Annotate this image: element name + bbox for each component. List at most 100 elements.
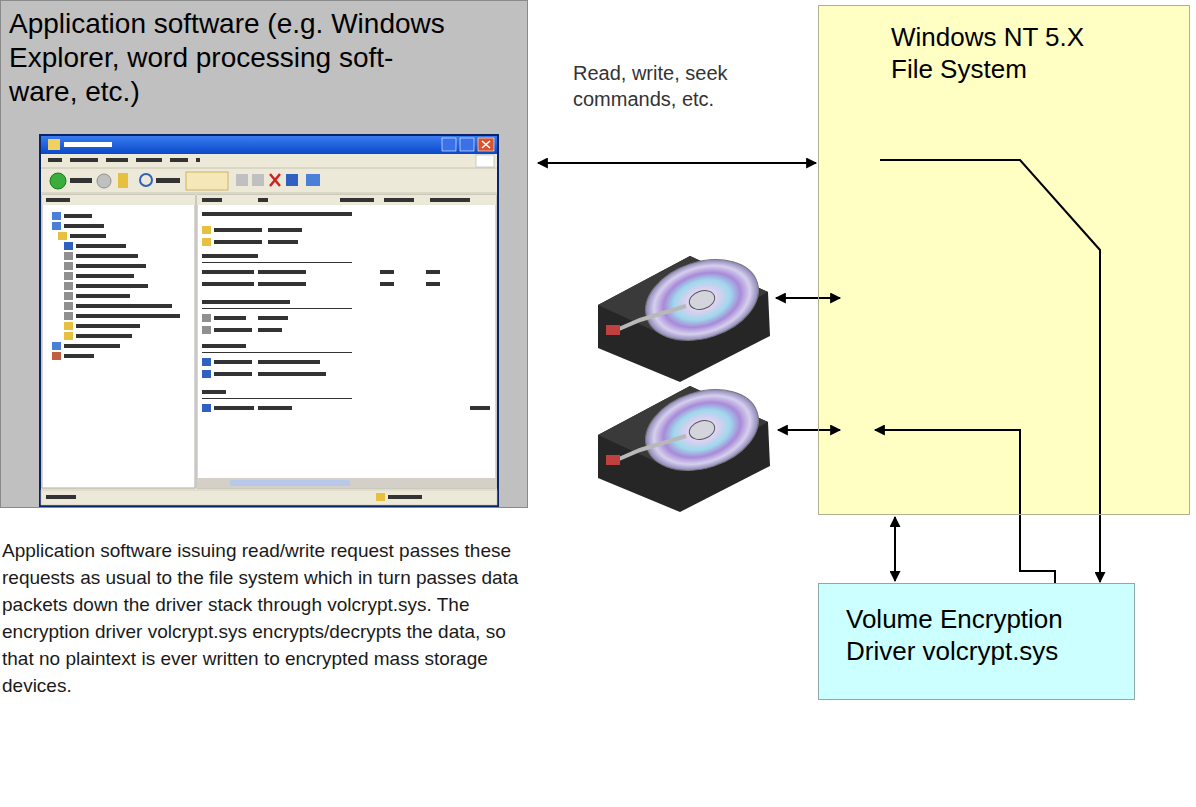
explorer-screenshot-part-part bbox=[340, 198, 374, 202]
explorer-screenshot-part bbox=[306, 174, 320, 186]
hard-disk-part bbox=[687, 417, 717, 442]
explorer-screenshot-part bbox=[476, 155, 494, 167]
explorer-screenshot-part-part bbox=[64, 302, 73, 310]
explorer-screenshot-part-part bbox=[64, 312, 73, 320]
explorer-screenshot-part-part bbox=[202, 262, 352, 263]
explorer-screenshot-part-part bbox=[76, 244, 126, 248]
explorer-screenshot-part-part bbox=[214, 406, 254, 410]
explorer-screenshot-part bbox=[197, 195, 496, 205]
explorer-screenshot-part bbox=[156, 178, 180, 183]
explorer-screenshot-part-part bbox=[64, 242, 73, 250]
hard-disk-part bbox=[635, 246, 769, 354]
explorer-screenshot-part bbox=[196, 158, 200, 162]
hard-disk-part bbox=[612, 306, 686, 332]
explorer-screenshot-part bbox=[230, 480, 350, 486]
explorer-screenshot-part-part bbox=[52, 212, 61, 220]
explorer-screenshot-part bbox=[64, 142, 112, 147]
explorer-screenshot-part bbox=[270, 174, 280, 186]
hard-disk-part bbox=[687, 287, 717, 312]
hard-disk-part bbox=[612, 436, 686, 462]
explorer-screenshot-part bbox=[388, 495, 422, 499]
explorer-screenshot-part bbox=[482, 141, 490, 148]
hard-disk-part bbox=[606, 455, 620, 465]
explorer-screenshot-part-part bbox=[64, 282, 73, 290]
explorer-screenshot-part-part bbox=[214, 372, 252, 376]
explorer-screenshot-part-part bbox=[76, 254, 138, 258]
explorer-screenshot-part-part bbox=[202, 358, 211, 366]
explorer-screenshot-part-part bbox=[470, 406, 490, 410]
explorer-screenshot-part-part bbox=[64, 262, 73, 270]
explorer-screenshot-part bbox=[70, 178, 92, 183]
explorer-screenshot-part bbox=[46, 198, 70, 202]
explorer-screenshot-part bbox=[52, 212, 180, 360]
explorer-screenshot-part-part bbox=[76, 334, 132, 338]
explorer-screenshot-part bbox=[97, 174, 111, 188]
explorer-screenshot-part-part bbox=[202, 282, 254, 286]
explorer-screenshot-part bbox=[41, 136, 497, 154]
explorer-screenshot-part-part bbox=[202, 390, 226, 394]
explorer-screenshot-part bbox=[41, 490, 497, 505]
explorer-screenshot-part-part bbox=[76, 314, 180, 318]
explorer-screenshot-part-part bbox=[76, 284, 148, 288]
hard-disk bbox=[598, 246, 770, 382]
explorer-screenshot-part-part bbox=[258, 372, 326, 376]
explorer-screenshot-part-part bbox=[202, 370, 211, 378]
explorer-screenshot-part-part bbox=[52, 342, 61, 350]
explorer-screenshot-part bbox=[136, 158, 162, 162]
explorer-screenshot-part-part bbox=[202, 308, 352, 309]
explorer-screenshot-part-part bbox=[258, 198, 268, 202]
explorer-screenshot-part-part bbox=[258, 316, 288, 320]
explorer-screenshot-part-part bbox=[64, 224, 104, 228]
explorer-screenshot-part-part bbox=[76, 264, 146, 268]
explorer-screenshot-part-part bbox=[214, 328, 252, 332]
explorer-screenshot-part bbox=[170, 158, 188, 162]
explorer-screenshot-part bbox=[46, 495, 76, 499]
explorer-screenshot-part-part bbox=[214, 240, 262, 244]
explorer-screenshot-part bbox=[48, 139, 60, 150]
edge-label: Read, write, seek commands, etc. bbox=[573, 60, 748, 112]
explorer-screenshot-part bbox=[42, 195, 195, 205]
node-text: Volume Encryption Driver volcrypt.sys bbox=[846, 604, 1094, 667]
explorer-screenshot-part bbox=[186, 172, 228, 190]
explorer-screenshot-part-part bbox=[64, 214, 92, 218]
explorer-screenshot-part-part bbox=[268, 228, 302, 232]
explorer-screenshot-part-part bbox=[202, 314, 211, 322]
disk-arrow bbox=[776, 297, 840, 299]
hard-disk-part bbox=[635, 376, 769, 484]
explorer-screenshot-part bbox=[42, 195, 195, 488]
explorer-screenshot-part-part bbox=[52, 352, 61, 360]
file-system-box: Windows NT 5.X File System bbox=[818, 5, 1190, 515]
explorer-screenshot-part-part bbox=[202, 198, 222, 202]
explorer-screenshot-part-part bbox=[426, 270, 440, 274]
explorer-screenshot-part-part bbox=[258, 270, 306, 274]
explorer-screenshot-part-part bbox=[76, 274, 134, 278]
explorer-screenshot-part-part bbox=[76, 294, 130, 298]
explorer-screenshot-part-part bbox=[258, 328, 282, 332]
connector-arrow bbox=[880, 160, 1100, 582]
explorer-screenshot-part bbox=[236, 174, 248, 186]
explorer-screenshot-part-part bbox=[430, 198, 470, 202]
explorer-screenshot-part-part bbox=[64, 292, 73, 300]
explorer-screenshot-part bbox=[252, 174, 264, 186]
node-text: Application software (e.g. Windows Explo… bbox=[9, 7, 454, 109]
explorer-screenshot-part-part bbox=[202, 226, 211, 234]
explorer-screenshot-part bbox=[70, 158, 98, 162]
explorer-screenshot-part bbox=[376, 493, 385, 501]
explorer-screenshot-part-part bbox=[202, 254, 258, 258]
explorer-screenshot-part bbox=[48, 158, 62, 162]
explorer-screenshot-part bbox=[197, 478, 496, 488]
explorer-screenshot-part bbox=[202, 198, 490, 412]
disk-arrow bbox=[778, 429, 840, 431]
explorer-screenshot-part bbox=[286, 174, 298, 186]
explorer-screenshot-part bbox=[197, 195, 496, 488]
explorer-screenshot-part bbox=[442, 138, 456, 151]
explorer-screenshot-part bbox=[50, 173, 66, 189]
explorer-screenshot-part-part bbox=[76, 304, 172, 308]
explorer-screenshot-part-part bbox=[64, 344, 120, 348]
explorer-screenshot-part-part bbox=[380, 270, 394, 274]
caption-note: Application software issuing read/write … bbox=[2, 538, 527, 700]
